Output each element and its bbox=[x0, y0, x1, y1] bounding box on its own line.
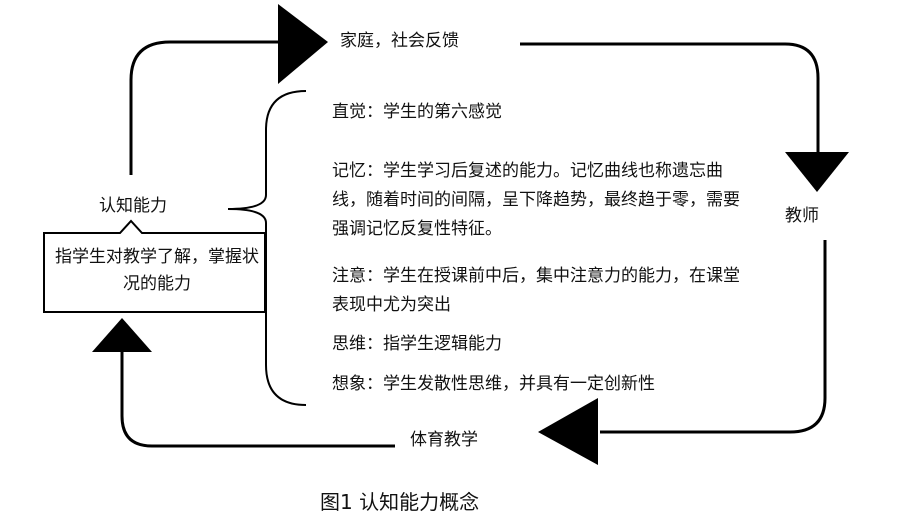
arrowhead-to-teacher bbox=[785, 152, 849, 192]
connector-teacher-to-pe bbox=[600, 240, 827, 434]
memory-item: 记忆：学生学习后复述的能力。记忆曲线也称遗忘曲线，随着时间的间隔，呈下降趋势，最… bbox=[332, 161, 740, 239]
attention-item: 注意：学生在授课前中后，集中注意力的能力，在课堂表现中尤为突出 bbox=[332, 266, 740, 315]
cognitive-ability-label: 认知能力 bbox=[99, 196, 167, 216]
arrowhead-to-pe bbox=[538, 398, 598, 465]
items-brace bbox=[227, 90, 307, 406]
arrowhead-to-cognition bbox=[92, 318, 152, 352]
imagination-item: 想象：学生发散性思维，并具有一定创新性 bbox=[332, 374, 655, 394]
figure-caption: 图1 认知能力概念 bbox=[320, 490, 480, 514]
connector-pe-to-cognition bbox=[120, 352, 395, 448]
connector-home-to-teacher bbox=[520, 42, 820, 152]
cognitive-ability-description: 指学生对教学了解，掌握状况的能力 bbox=[55, 247, 259, 294]
connector-cognition-to-home bbox=[129, 40, 285, 175]
physical-education-label: 体育教学 bbox=[410, 430, 478, 450]
teacher-label: 教师 bbox=[785, 206, 819, 226]
cognition-callout-box bbox=[43, 219, 266, 313]
thinking-item: 思维：指学生逻辑能力 bbox=[332, 334, 502, 354]
home-society-feedback-label: 家庭，社会反馈 bbox=[340, 31, 459, 51]
intuition-item: 直觉：学生的第六感觉 bbox=[332, 102, 502, 122]
arrowhead-to-home bbox=[278, 4, 328, 84]
